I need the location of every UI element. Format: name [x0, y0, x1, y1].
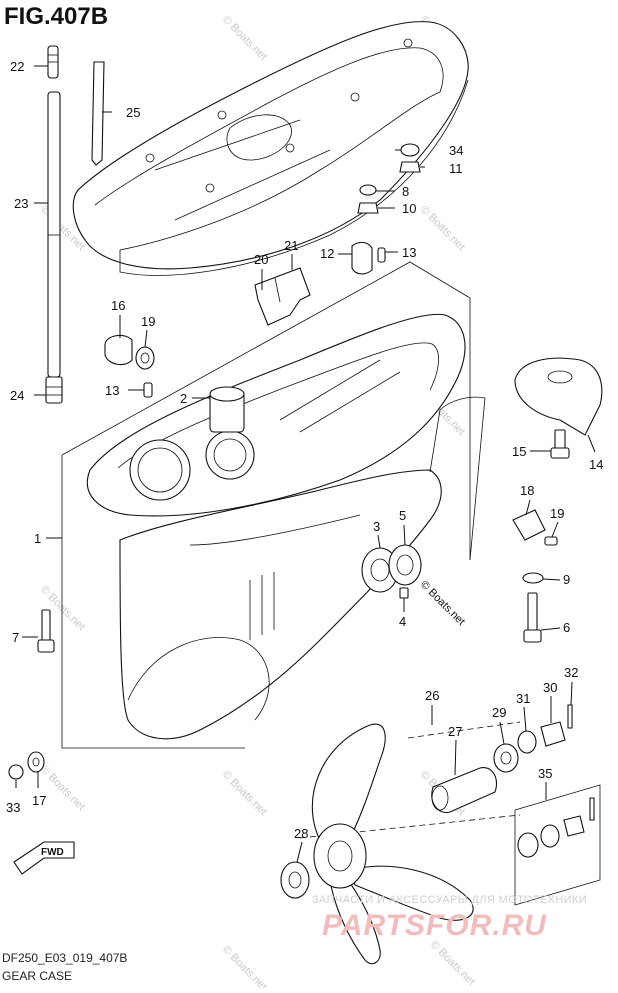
callout-35: 35 [538, 766, 552, 781]
callout-31: 31 [516, 691, 530, 706]
callout-1: 1 [34, 531, 41, 546]
figure-title: FIG.407B [4, 3, 108, 30]
callout-8: 8 [402, 184, 409, 199]
watermark: © Boats.net [418, 579, 467, 628]
callout-9: 9 [563, 572, 570, 587]
gear-case-illustration [61, 261, 486, 749]
callout-19: 19 [550, 506, 564, 521]
callout-2: 2 [180, 391, 187, 406]
callout-13: 13 [105, 383, 119, 398]
callout-7: 7 [12, 630, 19, 645]
watermark: © Boats.net [220, 944, 269, 988]
callout-32: 32 [564, 665, 578, 680]
watermark: © Boats.net [220, 769, 269, 818]
callout-11: 11 [449, 161, 463, 176]
propeller-illustration [280, 704, 601, 965]
callout-numbers: 22 23 24 25 16 19 13 2 1 7 33 17 34 11 8… [6, 59, 603, 841]
ad-brand: PARTSFOR.RU [322, 909, 547, 942]
callout-15: 15 [512, 444, 526, 459]
left-parts-illustration [8, 45, 155, 780]
callout-5: 5 [399, 508, 406, 523]
callout-23: 23 [14, 196, 28, 211]
callout-25: 25 [126, 105, 140, 120]
callout-3: 3 [373, 519, 380, 534]
leader-lines [15, 65, 596, 863]
callout-16: 16 [111, 298, 125, 313]
callout-33: 33 [6, 800, 20, 815]
callout-21: 21 [284, 238, 298, 253]
callout-17: 17 [32, 793, 46, 808]
watermark: © Boats.net [428, 939, 477, 988]
callout-29: 29 [492, 705, 506, 720]
callout-13: 13 [402, 245, 416, 260]
callout-6: 6 [563, 620, 570, 635]
callout-27: 27 [448, 724, 462, 739]
figure-name: GEAR CASE [2, 969, 72, 983]
callout-10: 10 [402, 201, 416, 216]
callout-28: 28 [294, 826, 308, 841]
callout-30: 30 [543, 680, 557, 695]
callout-12: 12 [320, 246, 334, 261]
callout-18: 18 [520, 483, 534, 498]
callout-24: 24 [10, 388, 24, 403]
callout-22: 22 [10, 59, 24, 74]
figure-code: DF250_E03_019_407B [2, 951, 127, 965]
callout-34: 34 [449, 143, 463, 158]
watermark: © Boats.net [220, 14, 269, 63]
callout-17: 19 [141, 314, 155, 329]
callout-26: 26 [425, 688, 439, 703]
right-parts-illustration [361, 357, 603, 643]
forward-direction-badge: FWD [13, 841, 75, 875]
watermark: © Boats.net [418, 204, 467, 253]
callout-4: 4 [399, 614, 406, 629]
callout-20: 20 [254, 252, 268, 267]
forward-label: FWD [41, 847, 64, 858]
ad-tagline: ЗАПЧАСТИ И АКСЕССУАРЫ ДЛЯ МОТОТЕХНИКИ [312, 894, 587, 906]
callout-14: 14 [589, 457, 603, 472]
upper-right-parts-illustration [254, 143, 421, 326]
